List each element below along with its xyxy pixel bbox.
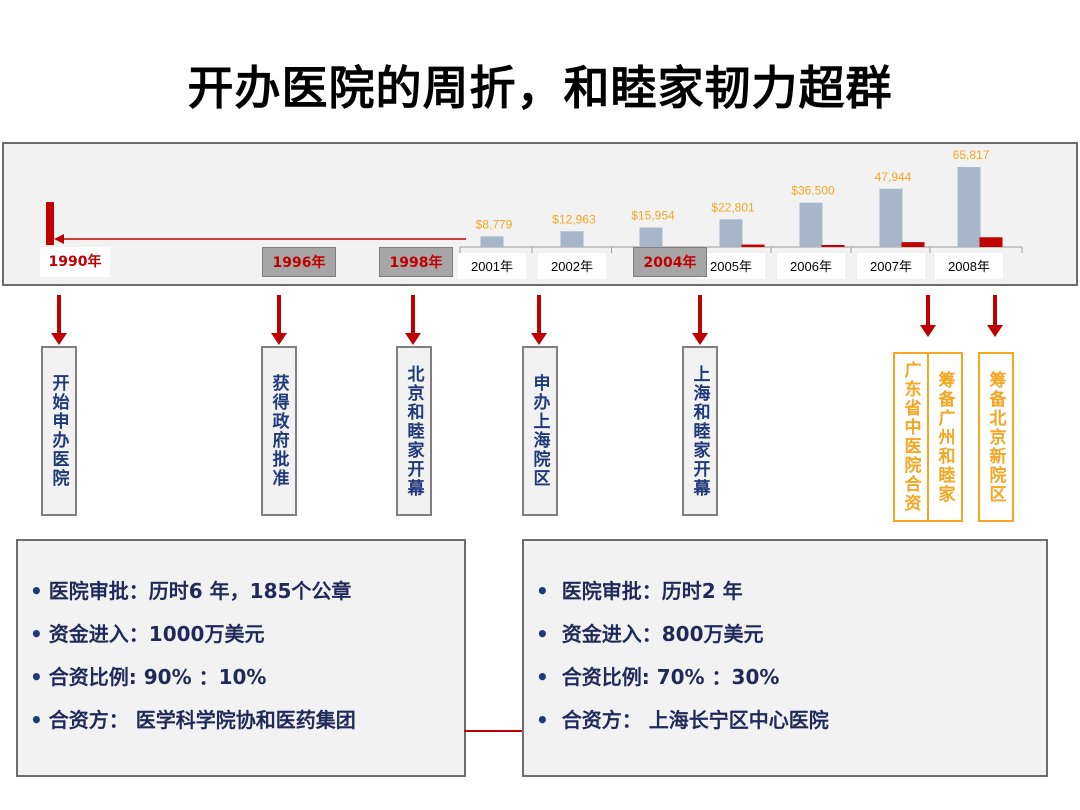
list-item-text: 合资比例: 90% ：10%	[48, 665, 267, 689]
bar-data-label: $36,500	[791, 184, 835, 198]
list-item: •资金进入：1000万美元	[30, 622, 265, 646]
event-text: 开始申办医院	[48, 374, 69, 488]
bar-secondary	[979, 237, 1003, 247]
event-text: 筹备广州和睦家	[934, 370, 955, 504]
bar-secondary	[821, 245, 845, 247]
list-item-text: 合资方： 上海长宁区中心医院	[561, 708, 829, 732]
list-item-text: 资金进入：800万美元	[561, 622, 764, 646]
x-tick-label: 2005年	[710, 259, 752, 274]
bar-data-label: $22,801	[711, 200, 755, 214]
tick-label-background	[697, 253, 765, 279]
year-label-1998: 1998年	[379, 247, 453, 277]
list-item-text: 医院审批：历时6 年，185个公章	[48, 579, 352, 603]
x-tick-label: 2001年	[471, 259, 513, 274]
shanghai-summary-panel: • 医院审批：历时2 年 • 资金进入：800万美元 • 合资比例: 70% ：…	[522, 539, 1048, 777]
arrowhead-icon	[531, 333, 547, 345]
event-box-guangdong-jv: 广东省中医院合资	[893, 352, 929, 522]
event-box-guangzhou-prep: 筹备广州和睦家	[927, 352, 963, 522]
x-tick-label: 2002年	[551, 259, 593, 274]
event-box-beijing-opening: 北京和睦家开幕	[396, 346, 432, 516]
bar-revenue	[799, 202, 823, 247]
timeline-marker-1990	[46, 202, 54, 245]
panel-connector-line	[464, 730, 524, 732]
arrowhead-icon	[920, 325, 936, 337]
list-item: • 合资比例: 70% ：30%	[536, 665, 780, 689]
list-item-text: 医院审批：历时2 年	[561, 579, 743, 603]
year-label-1996: 1996年	[262, 247, 336, 277]
bar-revenue	[639, 227, 663, 247]
down-arrow-2004	[698, 295, 702, 333]
year-label-1990: 1990年	[40, 247, 110, 277]
bar-data-label: 65,817	[953, 148, 990, 162]
event-text: 申办上海院区	[529, 374, 550, 488]
arrowhead-icon	[271, 333, 287, 345]
beijing-summary-panel: •医院审批：历时6 年，185个公章 •资金进入：1000万美元 •合资比例: …	[16, 539, 466, 777]
bar-data-label: 47,944	[875, 170, 912, 184]
event-box-beijing-new-campus: 筹备北京新院区	[978, 352, 1014, 522]
tick-label-background	[538, 253, 606, 279]
down-arrow-2008	[993, 295, 997, 325]
bar-revenue	[879, 188, 903, 247]
tick-label-background	[777, 253, 845, 279]
list-item-text: 资金进入：1000万美元	[48, 622, 265, 646]
list-item: • 医院审批：历时2 年	[536, 579, 743, 603]
down-arrow-1998	[411, 295, 415, 333]
bar-secondary	[901, 242, 925, 247]
bar-data-label: $15,954	[631, 209, 675, 223]
arrowhead-icon	[987, 325, 1003, 337]
event-box-government-approval: 获得政府批准	[261, 346, 297, 516]
bar-revenue	[957, 167, 981, 247]
revenue-bar-chart: $8,779 2001年 $12,963 2002年 $15,954 $22,801 200…	[46, 148, 1023, 279]
arrowhead-left-icon	[54, 234, 64, 244]
x-tick-label: 2006年	[790, 259, 832, 274]
list-item-text: 合资比例: 70% ：30%	[561, 665, 780, 689]
event-text: 筹备北京新院区	[985, 370, 1006, 504]
tick-label-background	[857, 253, 925, 279]
event-text: 北京和睦家开幕	[403, 364, 424, 498]
bar-revenue	[719, 219, 743, 247]
down-arrow-2001	[537, 295, 541, 333]
list-item: •合资比例: 90% ：10%	[30, 665, 267, 689]
list-item: •合资方： 医学科学院协和医药集团	[30, 708, 356, 732]
bar-revenue	[480, 236, 504, 247]
tick-label-background	[458, 253, 526, 279]
event-text: 上海和睦家开幕	[689, 364, 710, 498]
bar-data-label: $12,963	[552, 212, 596, 226]
list-item: • 资金进入：800万美元	[536, 622, 764, 646]
event-box-start-application: 开始申办医院	[41, 346, 77, 516]
shanghai-summary-list: • 医院审批：历时2 年 • 资金进入：800万美元 • 合资比例: 70% ：…	[536, 577, 829, 749]
bar-revenue	[560, 231, 584, 247]
arrowhead-icon	[692, 333, 708, 345]
bar-secondary	[741, 244, 765, 247]
year-label-2004: 2004年	[633, 247, 707, 277]
down-arrow-2007	[926, 295, 930, 325]
event-box-shanghai-application: 申办上海院区	[522, 346, 558, 516]
event-box-shanghai-opening: 上海和睦家开幕	[682, 346, 718, 516]
x-tick-label: 2008年	[948, 259, 990, 274]
list-item: • 合资方： 上海长宁区中心医院	[536, 708, 829, 732]
list-item-text: 合资方： 医学科学院协和医药集团	[48, 708, 356, 732]
arrowhead-icon	[51, 333, 67, 345]
list-item: •医院审批：历时6 年，185个公章	[30, 579, 352, 603]
event-text: 获得政府批准	[268, 374, 289, 488]
down-arrow-1990	[57, 295, 61, 333]
down-arrow-1996	[277, 295, 281, 333]
arrowhead-icon	[405, 333, 421, 345]
page-title: 开办医院的周折，和睦家韧力超群	[187, 61, 893, 115]
x-tick-label: 2007年	[870, 259, 912, 274]
beijing-summary-list: •医院审批：历时6 年，185个公章 •资金进入：1000万美元 •合资比例: …	[30, 577, 356, 749]
tick-label-background	[935, 253, 1003, 279]
bar-data-label: $8,779	[476, 217, 513, 231]
event-text: 广东省中医院合资	[900, 361, 921, 513]
